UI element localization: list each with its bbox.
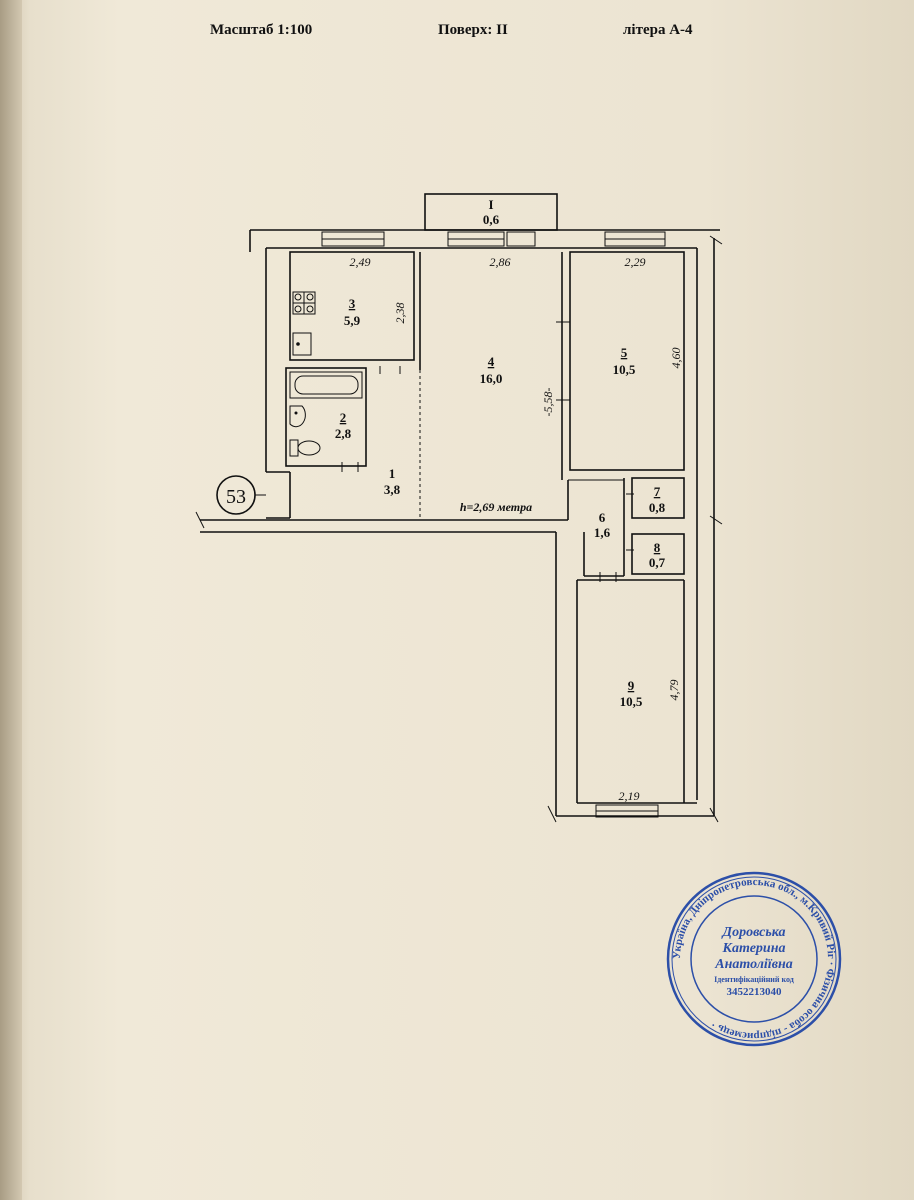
room-7-area: 0,8 (649, 500, 666, 515)
room-8-number: 8 (654, 540, 661, 555)
room-8-area: 0,7 (649, 555, 666, 570)
room-2-area: 2,8 (335, 426, 352, 441)
room-9-area: 10,5 (620, 694, 643, 709)
binding-edge (0, 0, 22, 1200)
room4-depth-dim: -5,58- (541, 388, 555, 417)
room-I-area: 0,6 (483, 212, 500, 227)
letter-label: літера А-4 (623, 22, 693, 38)
stamp-id-label: Ідентифікаційний код (714, 975, 794, 984)
official-stamp: Україна, Дніпропетровська обл., м.Кривий… (665, 870, 843, 1048)
room9-depth-dim: 4,79 (667, 680, 681, 701)
room-9-number: 9 (628, 678, 635, 693)
scale-label: Масштаб 1:100 (210, 22, 313, 38)
apartment-number: 53 (226, 486, 246, 508)
room-6-area: 1,6 (594, 525, 611, 540)
toilet-icon (289, 439, 321, 457)
room4-width-dim: 2,86 (490, 255, 511, 269)
kitchen-depth-dim: 2,38 (393, 303, 407, 324)
room-7-number: 7 (654, 484, 661, 499)
room5-depth-dim: 4,60 (669, 348, 683, 369)
washbasin-icon (289, 405, 306, 428)
room-2-number: 2 (340, 410, 347, 425)
room-4-area: 16,0 (480, 371, 503, 386)
balcony (424, 193, 558, 231)
partitions (285, 251, 685, 803)
room9-width-dim: 2,19 (619, 789, 640, 803)
room-4-number: 4 (488, 354, 495, 369)
stamp-name-1: Доровська (721, 925, 786, 940)
bathtub-icon (289, 371, 363, 399)
stamp-name-3: Анатоліївна (714, 957, 792, 972)
room-6-number: 6 (599, 510, 606, 525)
room-5-area: 10,5 (613, 362, 636, 377)
room-1-number: 1 (389, 466, 396, 481)
kitchen-stove-icon (292, 291, 316, 315)
ceiling-height: h=2,69 метра (460, 500, 532, 514)
outer-walls (195, 229, 723, 823)
floor-label: Поверх: II (438, 22, 508, 38)
kitchen-sink-icon (292, 332, 312, 356)
room5-width-dim: 2,29 (625, 255, 646, 269)
room-3-number: 3 (349, 296, 356, 311)
stamp-id-code: 3452213040 (727, 986, 783, 998)
kitchen-width-dim: 2,49 (350, 255, 371, 269)
room-1-area: 3,8 (384, 482, 401, 497)
windows (321, 231, 666, 818)
room-3-area: 5,9 (344, 313, 361, 328)
door-marks (341, 366, 634, 582)
stamp-name-2: Катерина (722, 941, 786, 956)
room-I-number: I (488, 197, 493, 212)
room-5-number: 5 (621, 345, 628, 360)
